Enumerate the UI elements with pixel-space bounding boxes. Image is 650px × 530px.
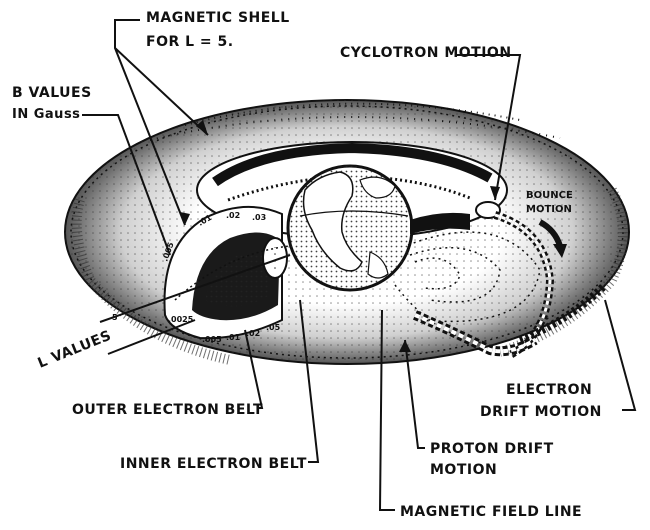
b-value-mark: .02 [226, 211, 240, 220]
outer-electron-belt-label: OUTER ELECTRON BELT [72, 402, 263, 418]
magnetic-shell-label: MAGNETIC SHELL [146, 10, 290, 26]
magnetic-shell-label-line2: FOR L = 5. [146, 34, 234, 50]
bounce-motion-arrow [538, 219, 567, 258]
north-america-landmass [302, 171, 363, 272]
callout-leaders [82, 19, 637, 511]
proton-drift-label: PROTON DRIFT [430, 441, 554, 457]
b-value-mark: .02 [246, 329, 260, 338]
b-value-mark: .05 [266, 323, 281, 332]
b-value-mark: .0025 [168, 315, 194, 324]
b-value-mark: .03 [252, 213, 266, 222]
magnetic-field-lines [394, 212, 541, 341]
cyclotron-motion-label: CYCLOTRON MOTION [340, 45, 512, 61]
b-value-mark: .01 [226, 333, 241, 342]
proton-drift-spiral [413, 310, 538, 357]
l-value-axis [99, 254, 291, 323]
electron-drift-label: ELECTRON [506, 382, 592, 398]
b-values-label-line2: IN Gauss [12, 107, 80, 122]
inner-electron-belt-label: INNER ELECTRON BELT [120, 456, 307, 472]
b-values-label: B VALUES [12, 85, 92, 101]
magnetic-field-line-label: MAGNETIC FIELD LINE [400, 504, 582, 520]
bounce-motion-label: BOUNCE [526, 190, 573, 201]
electron-drift-label-line2: DRIFT MOTION [480, 404, 602, 420]
b-value-mark: .005 [202, 335, 222, 344]
proton-drift-label-line2: MOTION [430, 462, 497, 478]
l-values-label: L VALUES [36, 328, 114, 372]
earth-globe [286, 164, 414, 292]
bounce-motion-label-line2: MOTION [526, 204, 572, 215]
electron-drift-spiral [518, 282, 608, 344]
torus-cross-section: .005 .01 .02 .03 .0025 .005 .01 .02 .05 … [99, 205, 301, 344]
